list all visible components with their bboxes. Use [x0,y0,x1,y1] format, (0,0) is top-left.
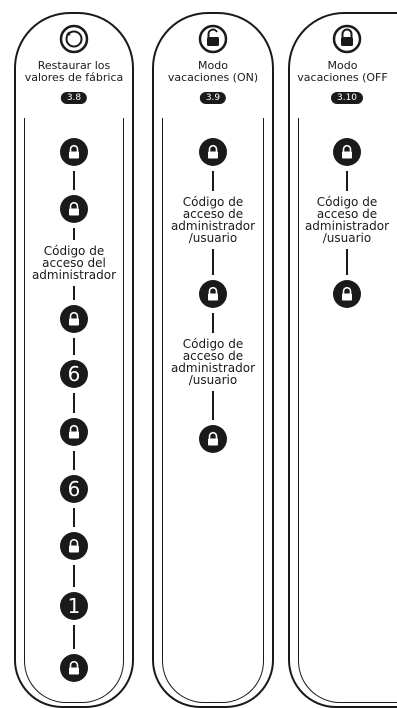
flow-connector [73,625,75,649]
lock-open-icon [198,24,228,54]
flow-connector [73,393,75,413]
flow-connector [73,171,75,190]
digit-key: 1 [60,592,88,620]
digit-step: 6 [60,360,88,388]
column-vacation-on-inner [162,118,264,703]
code-label: Código de acceso de administrador /usuar… [170,337,256,387]
flow-connector [346,249,348,275]
column-vacation-off-title: Modo vacaciones (OFF [297,60,388,84]
restore-icon [59,24,89,54]
column-vacation-on-title: Modo vacaciones (ON) [167,59,259,84]
lock-closed-icon [332,24,362,54]
flow-connector [73,451,75,470]
column-vacation-off-inner [298,118,397,703]
lock-icon [333,280,361,308]
column-factory-reset-inner [24,118,124,703]
digit-key: 6 [60,475,88,503]
flow-connector [73,338,75,355]
column-vacation-on-badge: 3.9 [199,92,227,104]
flow-connector [212,171,214,191]
lock-icon [60,654,88,682]
flow-connector [212,391,214,420]
flow-connector [73,228,75,240]
lock-icon [199,425,227,453]
lock-icon [60,532,88,560]
flow-connector [73,565,75,587]
code-label: Código de acceso del administrador [31,244,117,282]
digit-step: 6 [60,475,88,503]
lock-icon [60,305,88,333]
column-factory-reset-badge: 3.8 [60,92,88,104]
lock-icon [60,195,88,223]
column-factory-reset-title: Restaurar los valores de fábrica [24,59,124,84]
lock-icon [199,138,227,166]
flow-connector [212,249,214,275]
digit-step: 1 [60,592,88,620]
lock-icon [333,138,361,166]
digit-key: 6 [60,360,88,388]
flow-connector [73,508,75,527]
lock-icon [60,138,88,166]
lock-icon [60,418,88,446]
lock-icon [199,280,227,308]
code-label: Código de acceso de administrador /usuar… [170,195,256,245]
flow-connector [73,286,75,300]
flow-connector [212,313,214,333]
column-vacation-off-badge: 3.10 [330,92,364,104]
code-label: Código de acceso de administrador /usuar… [304,195,390,245]
flow-connector [346,171,348,191]
